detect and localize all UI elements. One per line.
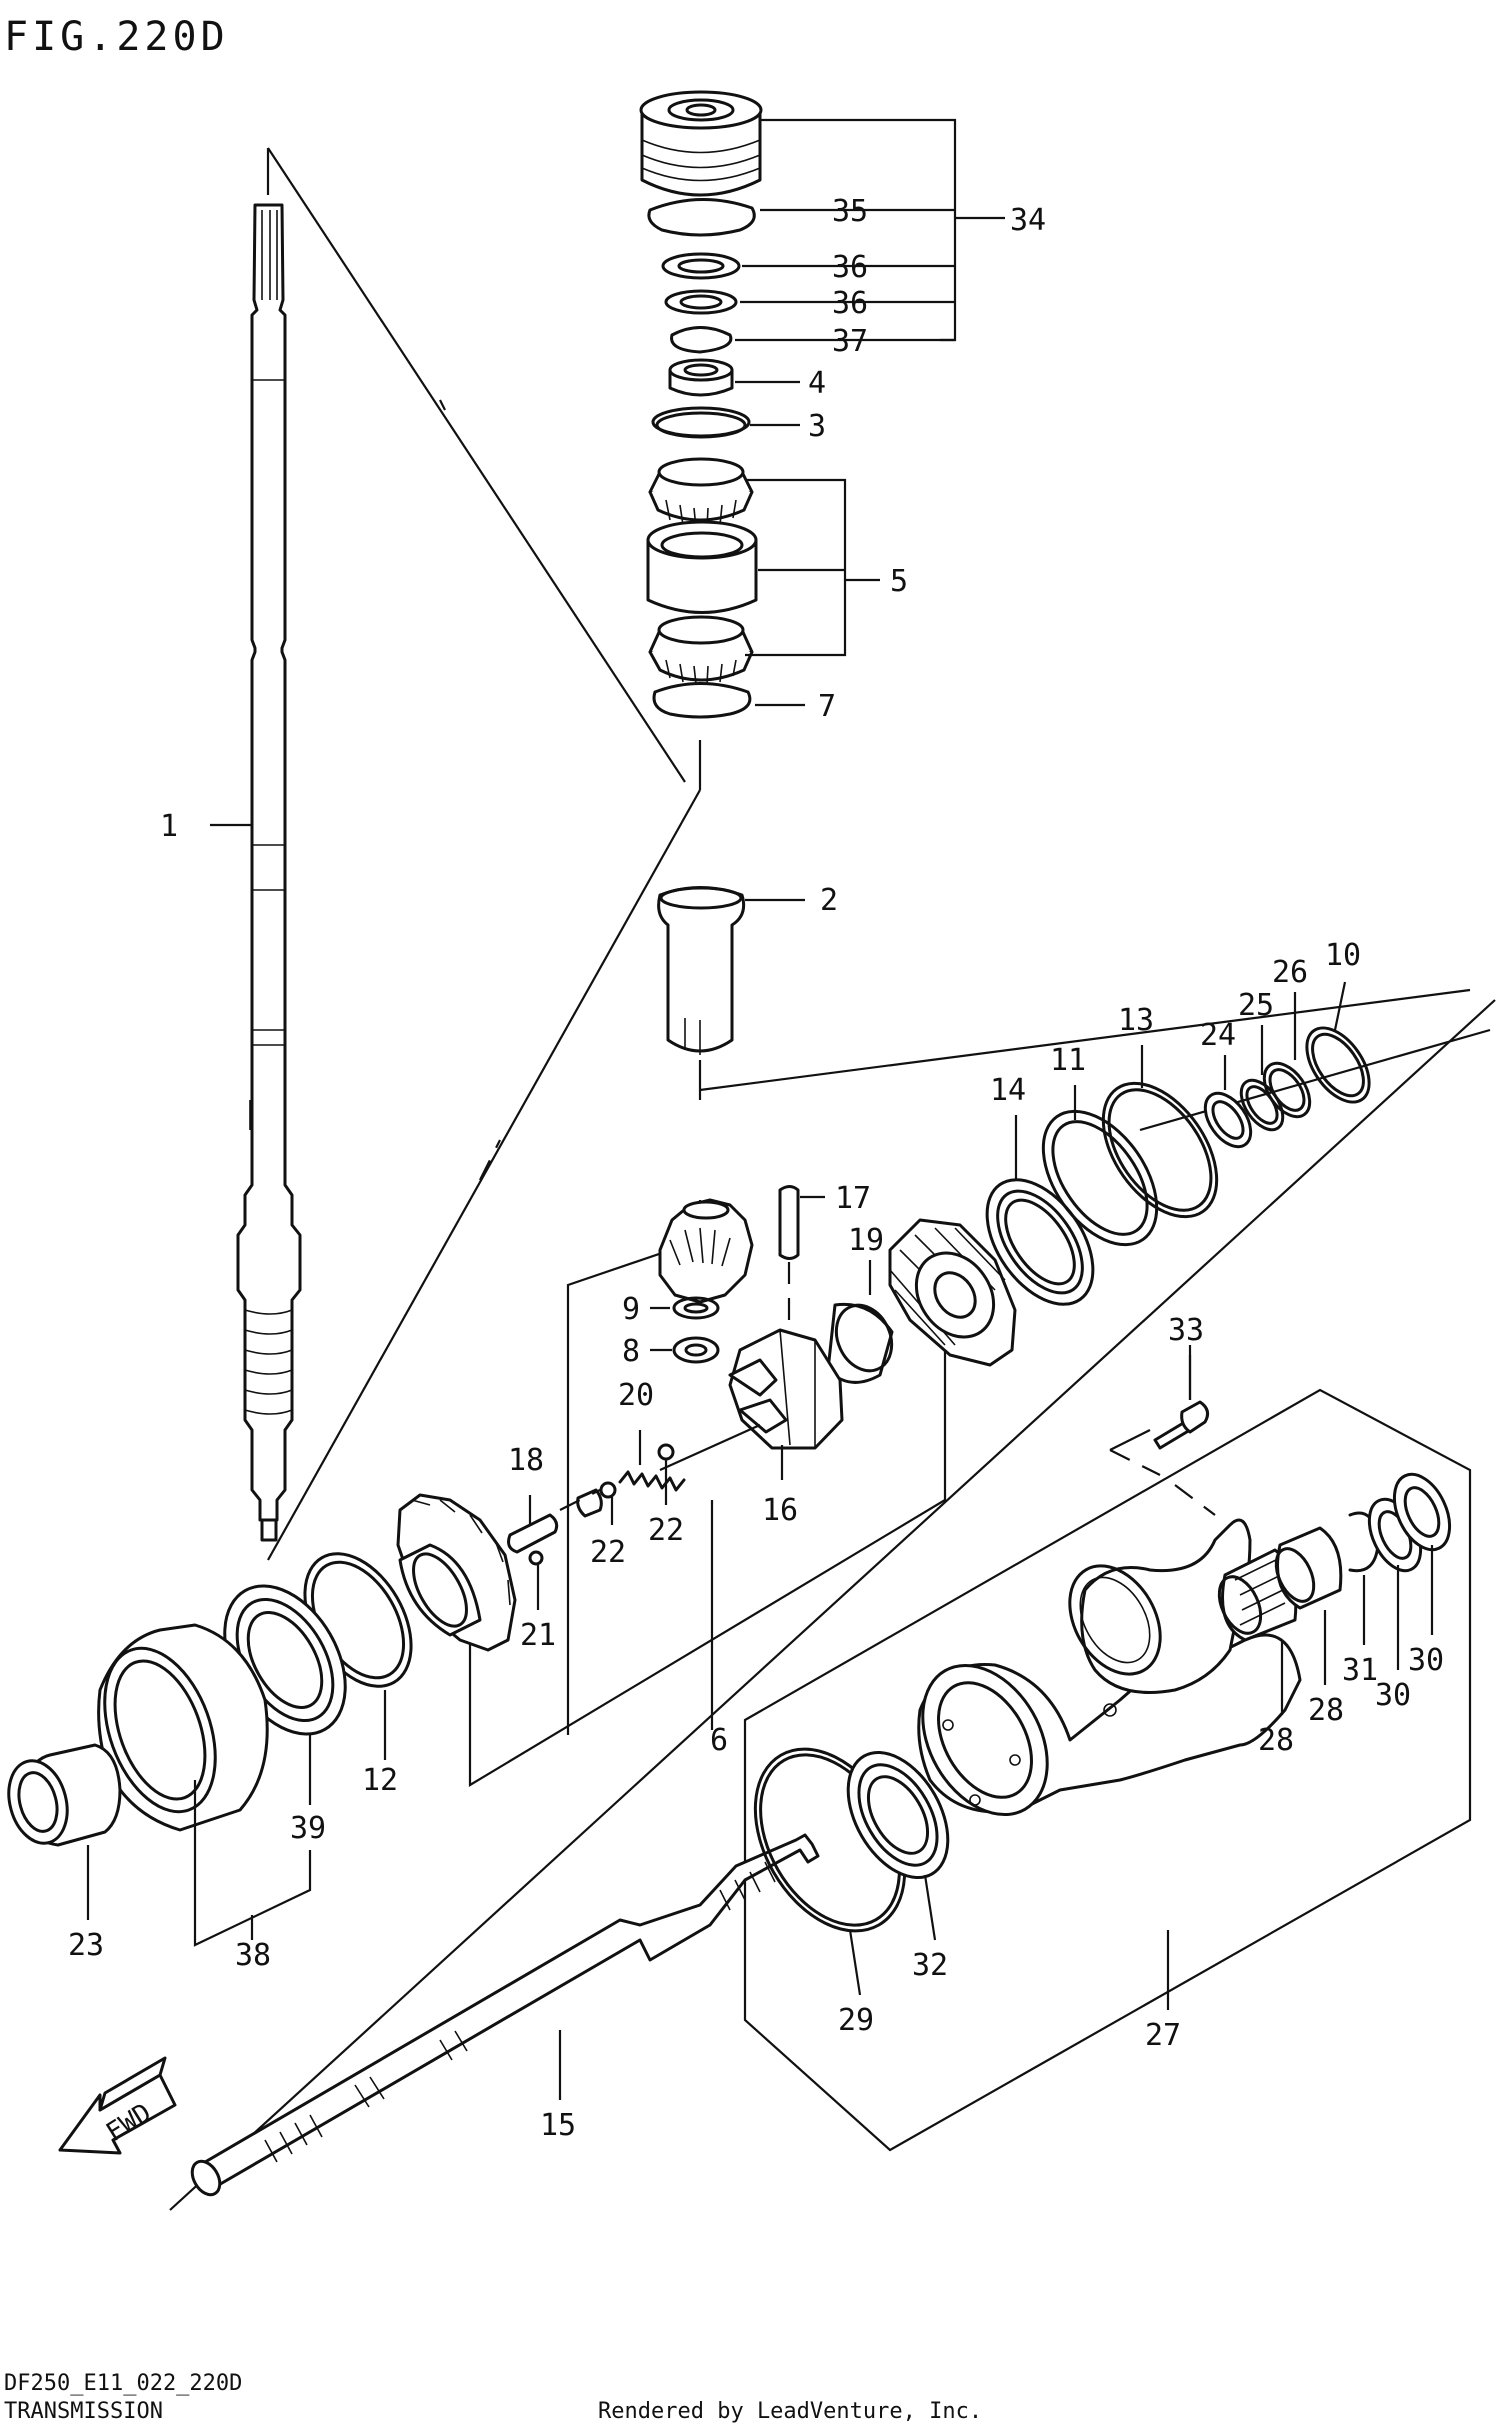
callout-38[interactable]: 38 [235,1938,271,1973]
callout-8[interactable]: 8 [622,1334,640,1369]
seal-36-lower[interactable] [664,289,738,315]
seal-36-upper[interactable] [661,252,741,280]
rendered-by: Rendered by LeadVenture, Inc. [598,2399,982,2424]
callout-28-left[interactable]: 28 [1258,1723,1294,1758]
callout-1[interactable]: 1 [160,809,178,844]
bearing-housing-assembly[interactable] [639,90,763,197]
bearing-4[interactable] [668,358,734,397]
callout-12[interactable]: 12 [362,1763,398,1798]
washer-9[interactable] [672,1296,720,1320]
callout-6[interactable]: 6 [710,1723,728,1758]
ball-22-right[interactable] [657,1443,675,1461]
propeller-shaft[interactable] [187,1833,820,2200]
callout-31[interactable]: 31 [1342,1653,1378,1688]
reverse-gear[interactable] [396,1493,517,1652]
taper-bearing-5-lower[interactable] [648,615,754,685]
ball-21[interactable] [528,1550,544,1566]
callout-14[interactable]: 14 [990,1073,1026,1108]
callout-4[interactable]: 4 [808,366,826,401]
callout-22-right[interactable]: 22 [648,1513,684,1548]
forward-gear[interactable] [888,1218,1017,1367]
sleeve-2[interactable] [657,886,746,1101]
callout-35[interactable]: 35 [832,194,868,229]
callout-13[interactable]: 13 [1118,1003,1154,1038]
callout-leaders [86,118,1434,2100]
callout-11[interactable]: 11 [1050,1043,1086,1078]
shim-10[interactable] [1294,1017,1381,1113]
forward-direction-arrow: FWD [58,2056,177,2155]
circlip-37[interactable] [670,326,733,354]
shim-7[interactable] [652,682,752,719]
washer-11[interactable] [1020,1091,1180,1265]
thrust-bearing-14[interactable] [965,1161,1114,1324]
bearing-32[interactable] [828,1735,969,1895]
callout-30-left[interactable]: 30 [1375,1678,1411,1713]
taper-bearing-5[interactable] [648,457,754,529]
callout-23[interactable]: 23 [68,1928,104,1963]
bearing-23[interactable] [0,1743,122,1850]
pinion-gear[interactable] [658,1198,754,1304]
clutch-dog-16[interactable] [728,1328,844,1450]
callout-21[interactable]: 21 [520,1618,556,1653]
callout-26[interactable]: 26 [1272,955,1308,990]
callout-16[interactable]: 16 [762,1493,798,1528]
figure-code: DF250_E11_022_220D [4,2371,242,2396]
callout-20[interactable]: 20 [618,1378,654,1413]
callout-22-left[interactable]: 22 [590,1535,626,1570]
callout-10[interactable]: 10 [1325,938,1361,973]
bearing-24[interactable] [1196,1085,1260,1155]
callout-9[interactable]: 9 [622,1292,640,1327]
callout-17[interactable]: 17 [835,1181,871,1216]
shim-3[interactable] [651,406,751,439]
callout-18[interactable]: 18 [508,1443,544,1478]
figure-title: FIG.220D [4,14,229,60]
drive-shaft[interactable] [236,203,302,1542]
callout-27[interactable]: 27 [1145,2018,1181,2053]
spacer-19[interactable] [826,1296,902,1384]
callout-32[interactable]: 32 [912,1948,948,1983]
callout-39[interactable]: 39 [290,1811,326,1846]
snap-ring-35[interactable] [647,197,756,237]
callout-labels: 1 2 3 4 5 6 7 8 9 10 11 12 13 14 15 16 1… [68,194,1444,2143]
spring-20[interactable] [618,1470,686,1492]
bearing-housing-38[interactable] [84,1623,269,1832]
ball-22-left[interactable] [599,1481,617,1499]
nut-8[interactable] [672,1336,720,1364]
callout-5[interactable]: 5 [890,564,908,599]
gear-case-housing[interactable] [897,1518,1302,1837]
callout-28-right[interactable]: 28 [1308,1693,1344,1728]
seal-30b[interactable] [1383,1466,1460,1559]
callout-37[interactable]: 37 [832,324,868,359]
callout-2[interactable]: 2 [820,883,838,918]
section-title: TRANSMISSION [4,2399,163,2424]
callout-29[interactable]: 29 [838,2003,874,2038]
callout-36-upper[interactable]: 36 [832,250,868,285]
pin-17[interactable] [778,1185,800,1351]
callout-36-lower[interactable]: 36 [832,286,868,321]
callout-30-right[interactable]: 30 [1408,1643,1444,1678]
shim-13[interactable] [1080,1063,1240,1237]
callout-7[interactable]: 7 [818,689,836,724]
pin-18[interactable] [507,1489,601,1554]
explosion-guide-lines [169,147,1496,2211]
callout-3[interactable]: 3 [808,409,826,444]
callout-15[interactable]: 15 [540,2108,576,2143]
callout-34[interactable]: 34 [1010,203,1046,238]
needle-bearing-28b[interactable] [1269,1526,1343,1610]
callout-19[interactable]: 19 [848,1223,884,1258]
callout-24[interactable]: 24 [1200,1018,1236,1053]
bearing-race-5[interactable] [646,520,758,614]
bolt-33[interactable] [1153,1345,1210,1450]
cam-follower[interactable] [576,1488,603,1518]
callout-33[interactable]: 33 [1168,1313,1204,1348]
thrust-bearing-26[interactable] [1255,1055,1319,1125]
callout-25[interactable]: 25 [1238,988,1274,1023]
